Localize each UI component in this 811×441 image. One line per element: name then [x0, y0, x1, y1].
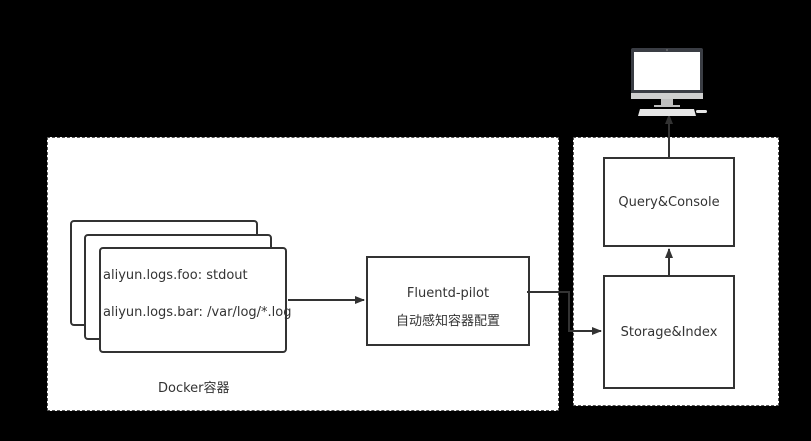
query-console-label: Query&Console [618, 194, 720, 210]
storage-index-node: Storage&Index [603, 275, 735, 389]
edge-fluentd-to-storage [527, 291, 602, 335]
container-label-foo: aliyun.logs.foo: stdout [103, 268, 248, 283]
fluentd-title: Fluentd-pilot [406, 286, 490, 301]
storage-index-label: Storage&Index [620, 324, 718, 340]
fluentd-pilot-node: Fluentd-pilot 自动感知容器配置 [366, 256, 530, 346]
desktop-computer-icon [631, 48, 707, 116]
query-console-node: Query&Console [603, 157, 735, 247]
container-card-front: aliyun.logs.foo: stdout aliyun.logs.bar:… [99, 247, 291, 353]
docker-region-label: Docker容器 [158, 381, 230, 396]
container-label-bar: aliyun.logs.bar: /var/log/*.log [103, 305, 292, 320]
fluentd-subtitle: 自动感知容器配置 [395, 314, 500, 329]
